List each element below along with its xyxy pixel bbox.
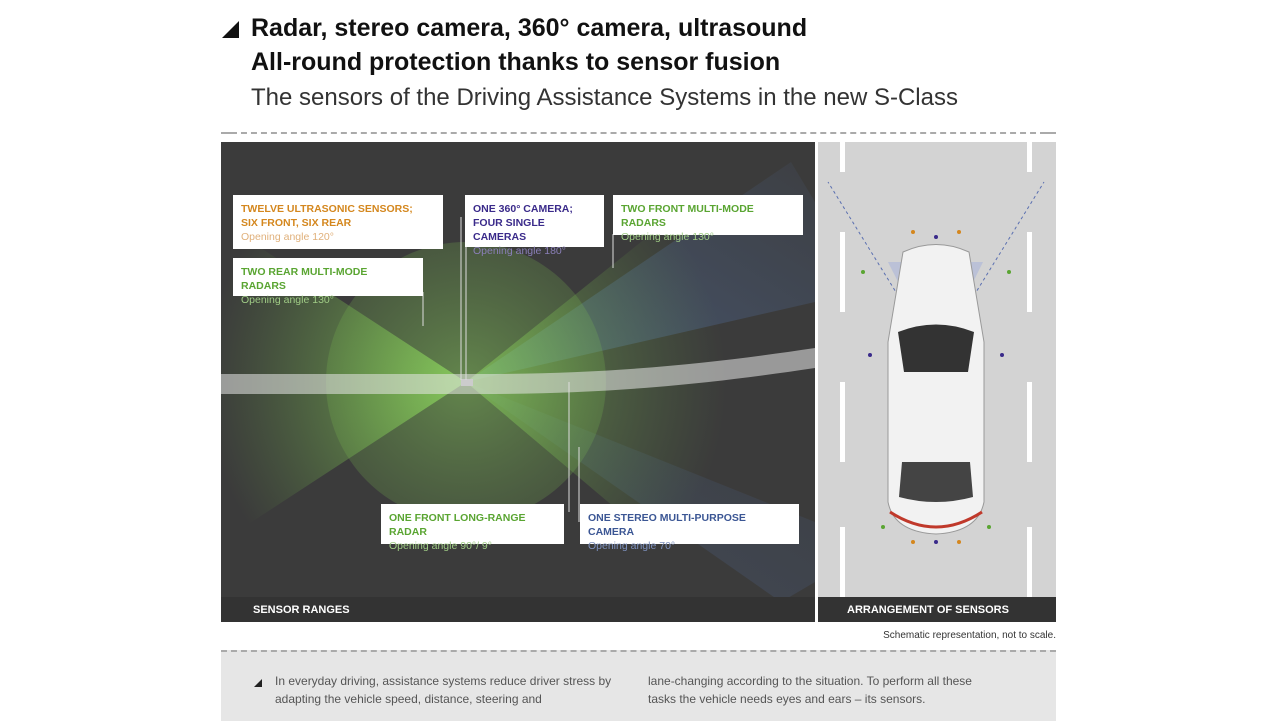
callout-title: FOUR SINGLE CAMERAS [473, 217, 545, 243]
callout-360-camera: ONE 360° CAMERA; FOUR SINGLE CAMERAS Openi… [465, 195, 604, 257]
sensor-ranges-label: SENSOR RANGES [221, 597, 815, 622]
vehicle-icon [461, 379, 473, 386]
arrangement-panel: ARRANGEMENT OF SENSORS [818, 142, 1056, 622]
sensor-ranges-graphic [221, 162, 815, 602]
callout-title: SIX FRONT, SIX REAR [241, 217, 352, 229]
title-line-1: Radar, stereo camera, 360° camera, ultra… [251, 14, 808, 42]
callout-stereo-camera: ONE STEREO MULTI-PURPOSE CAMERA Opening a… [580, 504, 799, 552]
description-col-2: lane-changing according to the situation… [648, 674, 972, 706]
callout-angle: Opening angle 70° [588, 540, 676, 552]
callout-title: TWO FRONT MULTI-MODE RADARS [621, 203, 754, 229]
lane-markings [840, 142, 1032, 597]
callout-angle: Opening angle 90°/ 9° [389, 540, 492, 552]
callout-title: TWO REAR MULTI-MODE RADARS [241, 266, 368, 292]
callout-title: ONE FRONT LONG-RANGE RADAR [389, 512, 526, 538]
callout-angle: Opening angle 130° [241, 294, 334, 306]
sensor-ranges-panel: TWELVE ULTRASONIC SENSORS; SIX FRONT, SIX… [221, 142, 815, 622]
car-body [887, 244, 985, 535]
callout-long-range-radar: ONE FRONT LONG-RANGE RADAR Opening angle … [381, 504, 564, 552]
divider [221, 132, 1056, 134]
description-box: In everyday driving, assistance systems … [221, 650, 1056, 721]
callout-angle: Opening angle 130° [621, 231, 714, 243]
callout-rear-radars: TWO REAR MULTI-MODE RADARS Opening angle … [233, 258, 423, 306]
title-line-2: All-round protection thanks to sensor fu… [251, 48, 781, 76]
subtitle: The sensors of the Driving Assistance Sy… [251, 84, 958, 111]
callout-front-radars: TWO FRONT MULTI-MODE RADARS Opening angle… [613, 195, 803, 243]
car-sensor-diagram [827, 142, 1045, 597]
arrangement-label: ARRANGEMENT OF SENSORS [818, 597, 1056, 622]
callout-angle: Opening angle 120° [241, 231, 334, 243]
windshield [898, 324, 974, 372]
callout-title: ONE 360° CAMERA; [473, 203, 573, 215]
sensor-dots [861, 230, 1011, 544]
schematic-note: Schematic representation, not to scale. [883, 630, 1056, 641]
callout-title: ONE STEREO MULTI-PURPOSE CAMERA [588, 512, 746, 538]
bullet-triangle-icon [254, 679, 262, 687]
title-triangle-icon [222, 21, 239, 38]
description-col-1: In everyday driving, assistance systems … [275, 674, 612, 706]
rear-window [899, 462, 973, 502]
tail-lights [889, 510, 983, 529]
callout-angle: Opening angle 180° [473, 245, 566, 257]
road [221, 348, 815, 394]
callout-ultrasonic: TWELVE ULTRASONIC SENSORS; SIX FRONT, SIX… [233, 195, 443, 249]
callout-title: TWELVE ULTRASONIC SENSORS; [241, 203, 413, 215]
